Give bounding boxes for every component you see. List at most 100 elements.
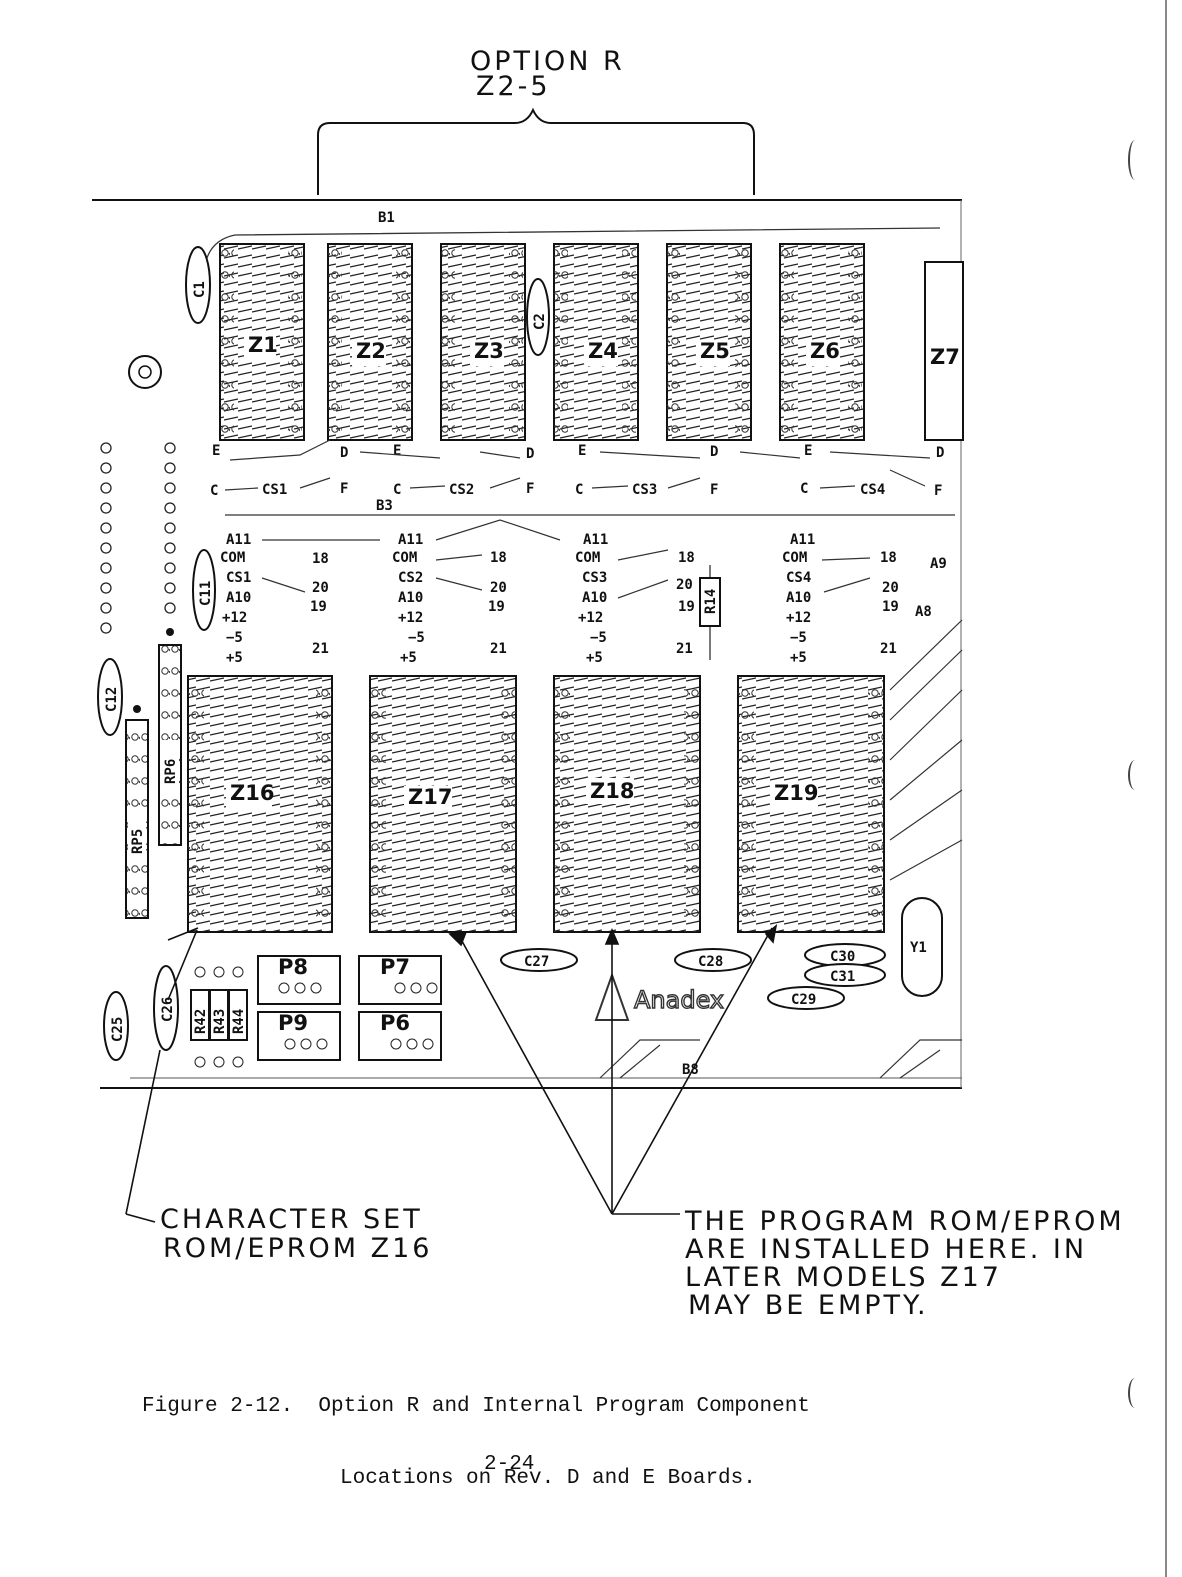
chip-z16-label: Z16 bbox=[230, 781, 274, 805]
anadex-logo: Anadex bbox=[594, 972, 725, 1021]
svg-text:E: E bbox=[212, 443, 220, 459]
option-r-title: OPTION R bbox=[470, 46, 625, 77]
c1-label: C1 bbox=[192, 281, 208, 298]
right-traces bbox=[889, 619, 963, 881]
svg-text:A11: A11 bbox=[398, 532, 423, 548]
svg-text:21: 21 bbox=[676, 641, 693, 657]
bottom-traces bbox=[599, 1039, 962, 1079]
binder-mark-middle bbox=[1128, 760, 1142, 790]
jumper-block-3: A11 COM CS3 A10 +12 −5 +5 18 20 19 21 bbox=[575, 532, 695, 666]
svg-text:C31: C31 bbox=[830, 969, 855, 985]
capacitor-c11 bbox=[192, 549, 216, 631]
chip-z18-label: Z18 bbox=[590, 779, 634, 803]
option-r-bracket bbox=[317, 107, 755, 195]
svg-text:COM: COM bbox=[575, 550, 600, 566]
chip-z5-label: Z5 bbox=[700, 339, 730, 363]
b3-label: B3 bbox=[376, 498, 393, 514]
chip-z6: Z6 bbox=[779, 243, 865, 441]
svg-text:+5: +5 bbox=[226, 650, 243, 666]
capacitor-c1 bbox=[185, 246, 211, 324]
svg-text:P9: P9 bbox=[278, 1011, 308, 1035]
resistors-r42-r44: R42 R43 R44 bbox=[190, 966, 248, 1068]
program-callout-line4: MAY BE EMPTY. bbox=[688, 1290, 929, 1321]
svg-text:R43: R43 bbox=[212, 1009, 228, 1034]
figure-caption: Figure 2-12. Option R and Internal Progr… bbox=[142, 1347, 810, 1515]
connector-p8: P8 bbox=[257, 955, 341, 1005]
svg-text:A10: A10 bbox=[786, 590, 811, 606]
svg-text:18: 18 bbox=[490, 550, 507, 566]
svg-text:F: F bbox=[526, 481, 534, 497]
svg-text:R42: R42 bbox=[193, 1009, 209, 1034]
connector-p9: P9 bbox=[257, 1011, 341, 1061]
chip-z3: Z3 bbox=[440, 243, 526, 441]
svg-text:CS3: CS3 bbox=[632, 482, 657, 498]
svg-text:21: 21 bbox=[490, 641, 507, 657]
crystal-y1: Y1 bbox=[901, 897, 943, 997]
chip-z18: Z18 bbox=[553, 675, 701, 933]
c11-label: C11 bbox=[198, 581, 214, 606]
svg-text:C27: C27 bbox=[524, 954, 549, 970]
svg-text:COM: COM bbox=[782, 550, 807, 566]
svg-text:F: F bbox=[340, 481, 348, 497]
svg-text:CS2: CS2 bbox=[449, 482, 474, 498]
svg-text:Anadex: Anadex bbox=[634, 986, 724, 1014]
svg-text:COM: COM bbox=[392, 550, 417, 566]
svg-text:C: C bbox=[800, 481, 808, 497]
resistor-pack-rp6: RP6 bbox=[158, 628, 182, 846]
chip-z5: Z5 bbox=[666, 243, 752, 441]
binder-mark-bottom bbox=[1128, 1378, 1142, 1408]
svg-text:+12: +12 bbox=[578, 610, 603, 626]
svg-text:18: 18 bbox=[880, 550, 897, 566]
capacitor-c26 bbox=[153, 965, 179, 1051]
svg-text:C: C bbox=[210, 483, 218, 499]
jumper-block-1: A11 COM CS1 A10 +12 −5 +5 18 20 19 21 bbox=[220, 532, 380, 666]
chip-z2: Z2 bbox=[327, 243, 413, 441]
c26-label: C26 bbox=[160, 997, 176, 1022]
connector-p6: P6 bbox=[358, 1011, 442, 1061]
svg-text:+5: +5 bbox=[790, 650, 807, 666]
svg-text:D: D bbox=[340, 445, 348, 461]
chip-z19: Z19 bbox=[737, 675, 885, 933]
svg-text:F: F bbox=[934, 483, 942, 499]
svg-text:Y1: Y1 bbox=[910, 940, 927, 956]
svg-text:+5: +5 bbox=[400, 650, 417, 666]
svg-text:−5: −5 bbox=[590, 630, 607, 646]
chip-z4: Z4 bbox=[553, 243, 639, 441]
program-callout-arrows bbox=[448, 924, 778, 1215]
program-callout-line1: THE PROGRAM ROM/EPROM bbox=[684, 1206, 1125, 1237]
charset-callout-arrow bbox=[125, 927, 199, 1223]
svg-text:19: 19 bbox=[488, 599, 505, 615]
capacitor-c25 bbox=[103, 991, 129, 1061]
chip-z1: Z1 bbox=[219, 243, 305, 441]
svg-text:A10: A10 bbox=[226, 590, 251, 606]
binder-mark-top bbox=[1128, 140, 1142, 180]
capacitor-c12 bbox=[97, 658, 123, 736]
svg-text:21: 21 bbox=[880, 641, 897, 657]
charset-callout-line2: ROM/EPROM Z16 bbox=[163, 1233, 433, 1264]
svg-text:CS2: CS2 bbox=[398, 570, 423, 586]
page-number: 2-24 bbox=[484, 1453, 535, 1476]
figure-caption-line2: Locations on Rev. D and E Boards. bbox=[340, 1467, 756, 1490]
program-callout-line3: LATER MODELS Z17 bbox=[685, 1262, 1002, 1293]
svg-text:20: 20 bbox=[312, 580, 329, 596]
svg-text:R14: R14 bbox=[703, 589, 719, 614]
chip-z17: Z17 bbox=[369, 675, 517, 933]
svg-text:−5: −5 bbox=[226, 630, 243, 646]
resistor-pack-rp5: RP5 bbox=[125, 705, 149, 919]
svg-text:A10: A10 bbox=[582, 590, 607, 606]
svg-text:18: 18 bbox=[678, 550, 695, 566]
option-r-range: Z2-5 bbox=[476, 71, 551, 102]
a8-label: A8 bbox=[915, 604, 932, 620]
svg-text:C28: C28 bbox=[698, 954, 723, 970]
svg-text:21: 21 bbox=[312, 641, 329, 657]
svg-text:P7: P7 bbox=[380, 955, 410, 979]
left-pin-columns bbox=[100, 442, 176, 634]
svg-text:19: 19 bbox=[678, 599, 695, 615]
c25-label: C25 bbox=[110, 1017, 126, 1042]
svg-text:CS3: CS3 bbox=[582, 570, 607, 586]
capacitor-c28: C28 bbox=[674, 948, 752, 972]
svg-text:CS4: CS4 bbox=[860, 482, 885, 498]
charset-callout-line1: CHARACTER SET bbox=[160, 1204, 423, 1235]
chip-z4-label: Z4 bbox=[588, 339, 618, 363]
jumper-row-cs: C CS1 F C CS2 F C CS3 F C CS4 F bbox=[210, 469, 942, 499]
